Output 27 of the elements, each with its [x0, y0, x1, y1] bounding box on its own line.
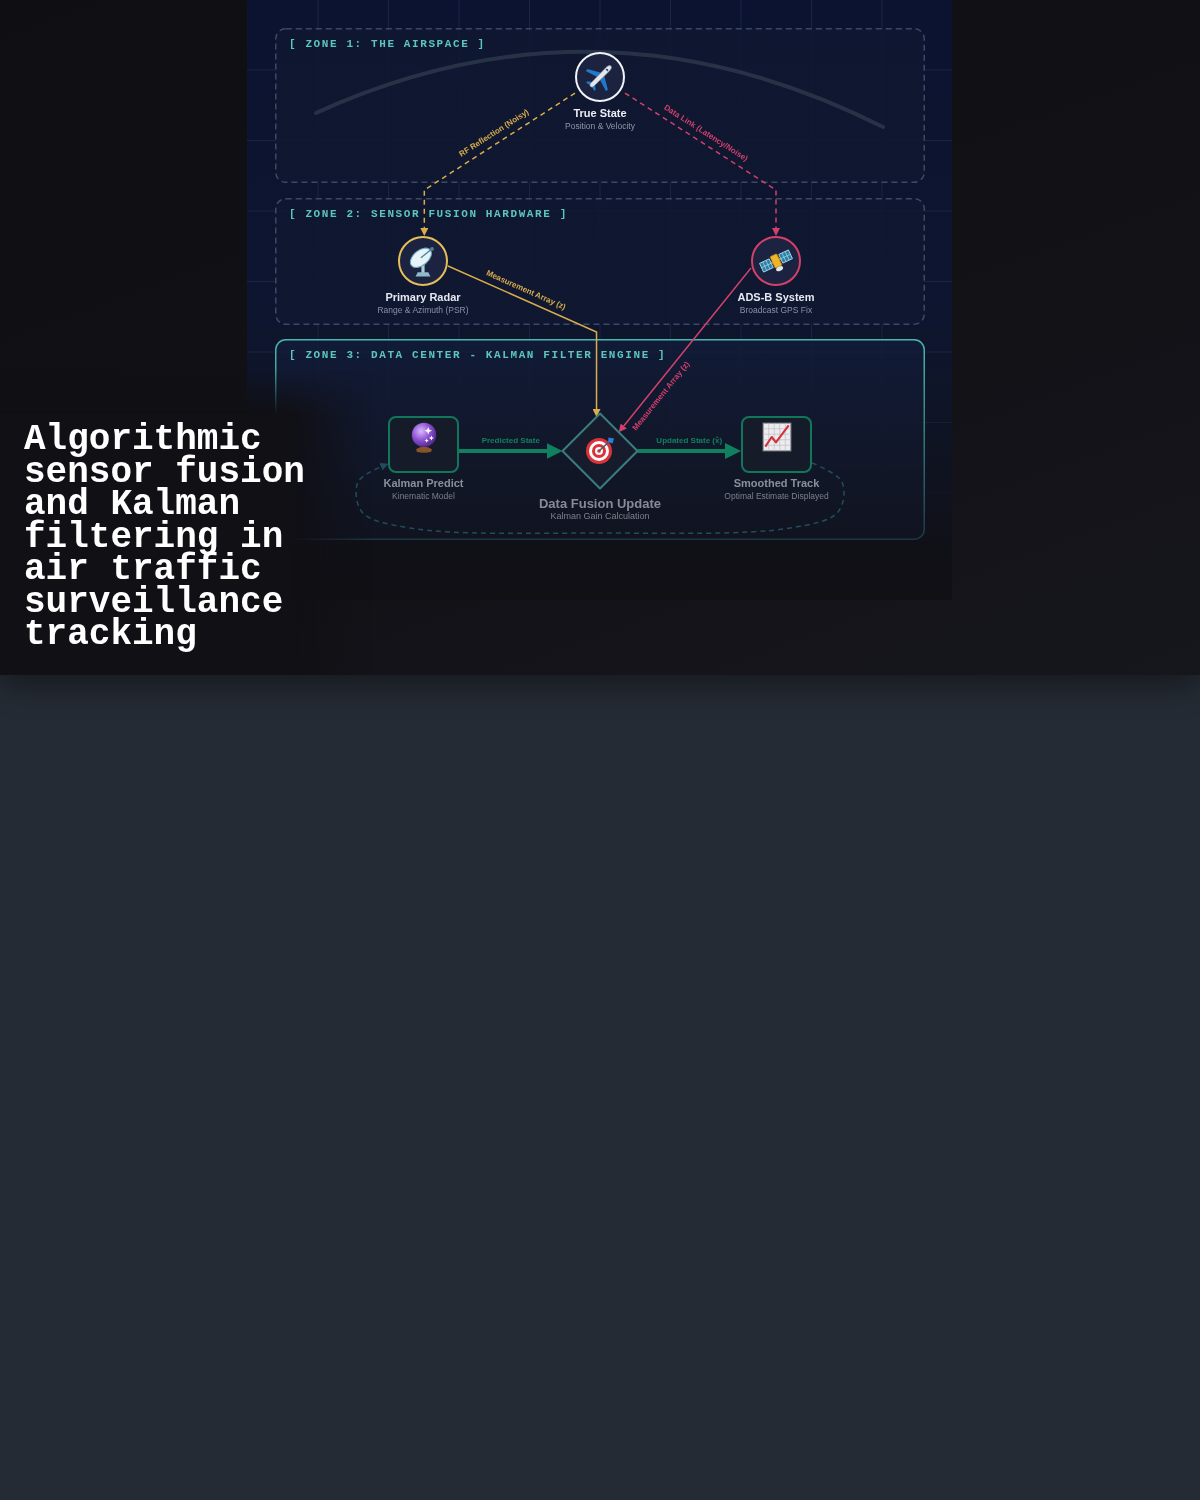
node-caption: Kalman Gain Calculation [550, 511, 650, 522]
arrow [637, 443, 741, 459]
arrow [447, 265, 601, 417]
node-title: Data Fusion Update [538, 496, 662, 511]
diagram-title: Algorithmic sensor fusion and Kalman filtering in air traffic surveillance tracking [24, 424, 306, 652]
edge-label: Updated State (x̂) [656, 435, 723, 445]
node-caption: Optimal Estimate Displayed [724, 491, 829, 501]
node-title: Kalman Predict [383, 477, 464, 490]
node-caption: Kinematic Model [392, 491, 455, 501]
zone-heading: [ ZONE 3: DATA CENTER - KALMAN FILTER ENGINE ] [289, 349, 667, 361]
dashed-arrow [420, 92, 576, 236]
zone-panel [275, 28, 925, 183]
zone-heading: [ ZONE 2: SENSOR FUSION HARDWARE ] [289, 208, 568, 220]
zone-heading: [ ZONE 1: THE AIRSPACE ] [289, 38, 486, 50]
dashed-arrow [624, 92, 780, 236]
arrow [618, 267, 752, 433]
node-title: True State [573, 107, 627, 120]
zone-panel [275, 198, 925, 325]
edge-label: Predicted State [481, 435, 540, 445]
node-caption: Range & Azimuth (PSR) [377, 305, 469, 315]
node-title: Smoothed Track [733, 477, 820, 490]
arrow [459, 443, 563, 459]
node-title: ADS-B System [737, 291, 815, 304]
node-title: Primary Radar [385, 291, 461, 304]
node-caption: Position & Velocity [565, 121, 635, 131]
node-caption: Broadcast GPS Fix [739, 305, 813, 315]
dashed-arrow [355, 462, 845, 535]
